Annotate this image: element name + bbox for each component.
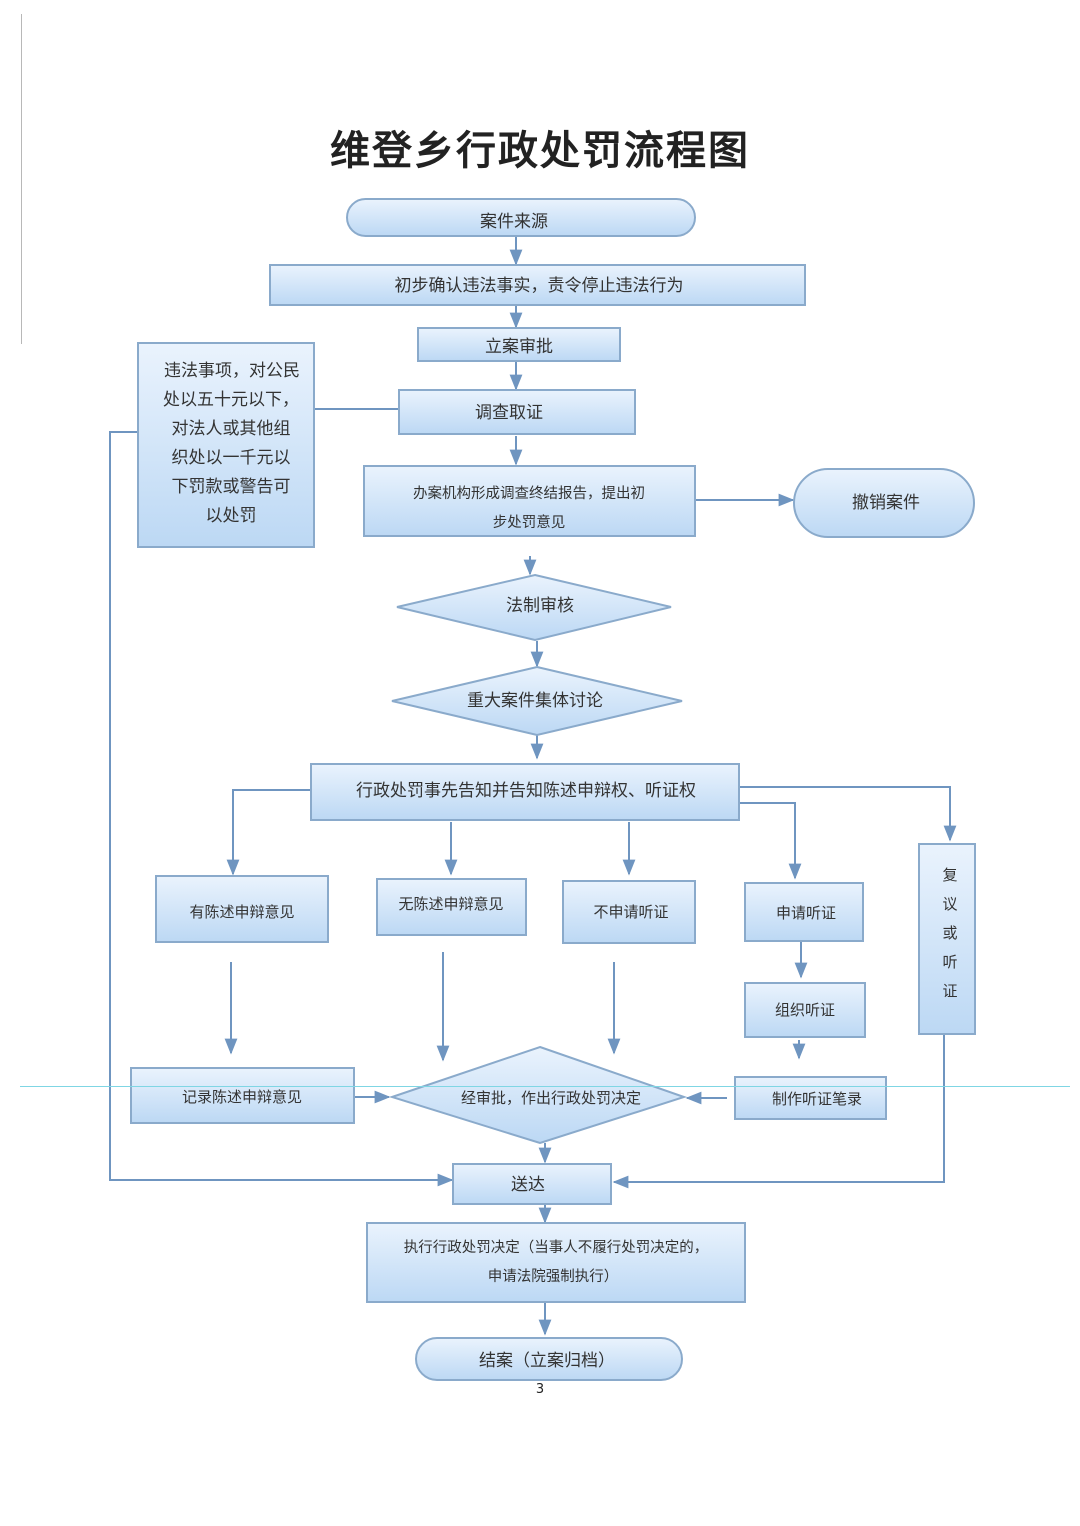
node-apply-hearing-label: 申请听证 <box>776 904 836 922</box>
node-review-or-hearing-char-2: 议 <box>942 895 957 913</box>
node-hearing-minutes: 制作听证笔录 <box>734 1076 887 1120</box>
connector-notice-to-review <box>739 786 957 842</box>
node-no-hearing-label: 不申请听证 <box>593 903 668 921</box>
node-summary-rule-line-1: 违法事项，对公民 <box>164 361 300 381</box>
node-summary-rule-line-5: 下罚款或警告可 <box>172 477 291 497</box>
node-prior-notice-label: 行政处罚事先告知并告知陈述申辩权、听证权 <box>356 781 696 801</box>
node-delivery: 送达 <box>452 1163 612 1205</box>
connector-rule-to-delivery <box>109 431 454 1187</box>
node-review-or-hearing-char-1: 复 <box>942 866 957 884</box>
node-execute-line-2: 申请法院强制执行） <box>488 1268 619 1285</box>
node-prior-notice: 行政处罚事先告知并告知陈述申辩权、听证权 <box>310 763 740 821</box>
node-report: 办案机构形成调查终结报告，提出初 步处罚意见 <box>363 465 696 537</box>
node-legal-review-label: 法制审核 <box>506 596 574 616</box>
node-close-case: 结案（立案归档） <box>415 1337 683 1381</box>
node-decision: 经审批，作出行政处罚决定 <box>388 1045 688 1145</box>
node-apply-hearing: 申请听证 <box>744 882 864 942</box>
node-has-statement-label: 有陈述申辩意见 <box>189 903 294 921</box>
node-hearing-minutes-label: 制作听证笔录 <box>772 1090 862 1108</box>
node-organize-hearing-label: 组织听证 <box>775 1001 835 1019</box>
page-edge-line <box>21 14 22 344</box>
node-filing-approval-label: 立案审批 <box>485 337 553 357</box>
node-investigation: 调查取证 <box>398 389 636 435</box>
node-no-statement: 无陈述申辩意见 <box>376 878 527 936</box>
node-report-line-1: 办案机构形成调查终结报告，提出初 <box>413 484 645 502</box>
node-no-hearing: 不申请听证 <box>562 880 696 944</box>
node-delivery-label: 送达 <box>511 1175 545 1195</box>
node-preliminary-confirm-label: 初步确认违法事实，责令停止违法行为 <box>395 276 684 296</box>
node-decision-label: 经审批，作出行政处罚决定 <box>461 1089 641 1107</box>
node-revoke-case: 撤销案件 <box>793 468 975 538</box>
node-record-statement-label: 记录陈述申辩意见 <box>182 1088 302 1106</box>
node-review-or-hearing-char-3: 或 <box>942 924 957 942</box>
node-summary-rule-line-6: 以处罚 <box>206 506 257 526</box>
connector-review-to-delivery <box>612 1035 945 1189</box>
node-summary-rule: 违法事项，对公民 处以五十元以下， 对法人或其他组 织处以一千元以 下罚款或警告… <box>137 342 315 548</box>
node-execute-line-1: 执行行政处罚决定（当事人不履行处罚决定的， <box>404 1239 709 1256</box>
node-revoke-case-label: 撤销案件 <box>852 493 920 513</box>
node-summary-rule-line-4: 织处以一千元以 <box>172 448 291 468</box>
node-collective-discussion: 重大案件集体讨论 <box>391 665 683 737</box>
scan-artifact-line <box>20 1086 1070 1087</box>
node-record-statement: 记录陈述申辩意见 <box>130 1067 355 1124</box>
node-filing-approval: 立案审批 <box>417 327 621 362</box>
page-number: 3 <box>535 1382 545 1397</box>
node-preliminary-confirm: 初步确认违法事实，责令停止违法行为 <box>269 264 806 306</box>
connector-notice-to-apply-hearing <box>739 802 802 880</box>
node-case-source-label: 案件来源 <box>480 212 548 232</box>
node-case-source: 案件来源 <box>346 198 696 237</box>
node-collective-discussion-label: 重大案件集体讨论 <box>467 691 603 711</box>
node-no-statement-label: 无陈述申辩意见 <box>398 895 503 913</box>
node-review-or-hearing-char-4: 听 <box>942 953 957 971</box>
node-review-or-hearing: 复 议 或 听 证 <box>918 843 976 1035</box>
node-has-statement: 有陈述申辩意见 <box>155 875 329 943</box>
node-investigation-label: 调查取证 <box>475 403 543 423</box>
node-summary-rule-line-3: 对法人或其他组 <box>172 419 291 439</box>
node-summary-rule-line-2: 处以五十元以下， <box>163 390 299 410</box>
node-close-case-label: 结案（立案归档） <box>479 1351 615 1371</box>
connector-notice-to-has-statement <box>226 789 310 876</box>
node-execute: 执行行政处罚决定（当事人不履行处罚决定的， 申请法院强制执行） <box>366 1222 746 1303</box>
page-title: 维登乡行政处罚流程图 <box>330 127 750 174</box>
node-report-line-2: 步处罚意见 <box>493 513 566 531</box>
node-organize-hearing: 组织听证 <box>744 982 866 1038</box>
node-legal-review: 法制审核 <box>396 573 672 642</box>
node-review-or-hearing-char-5: 证 <box>942 982 957 1000</box>
connectors <box>109 236 957 1336</box>
